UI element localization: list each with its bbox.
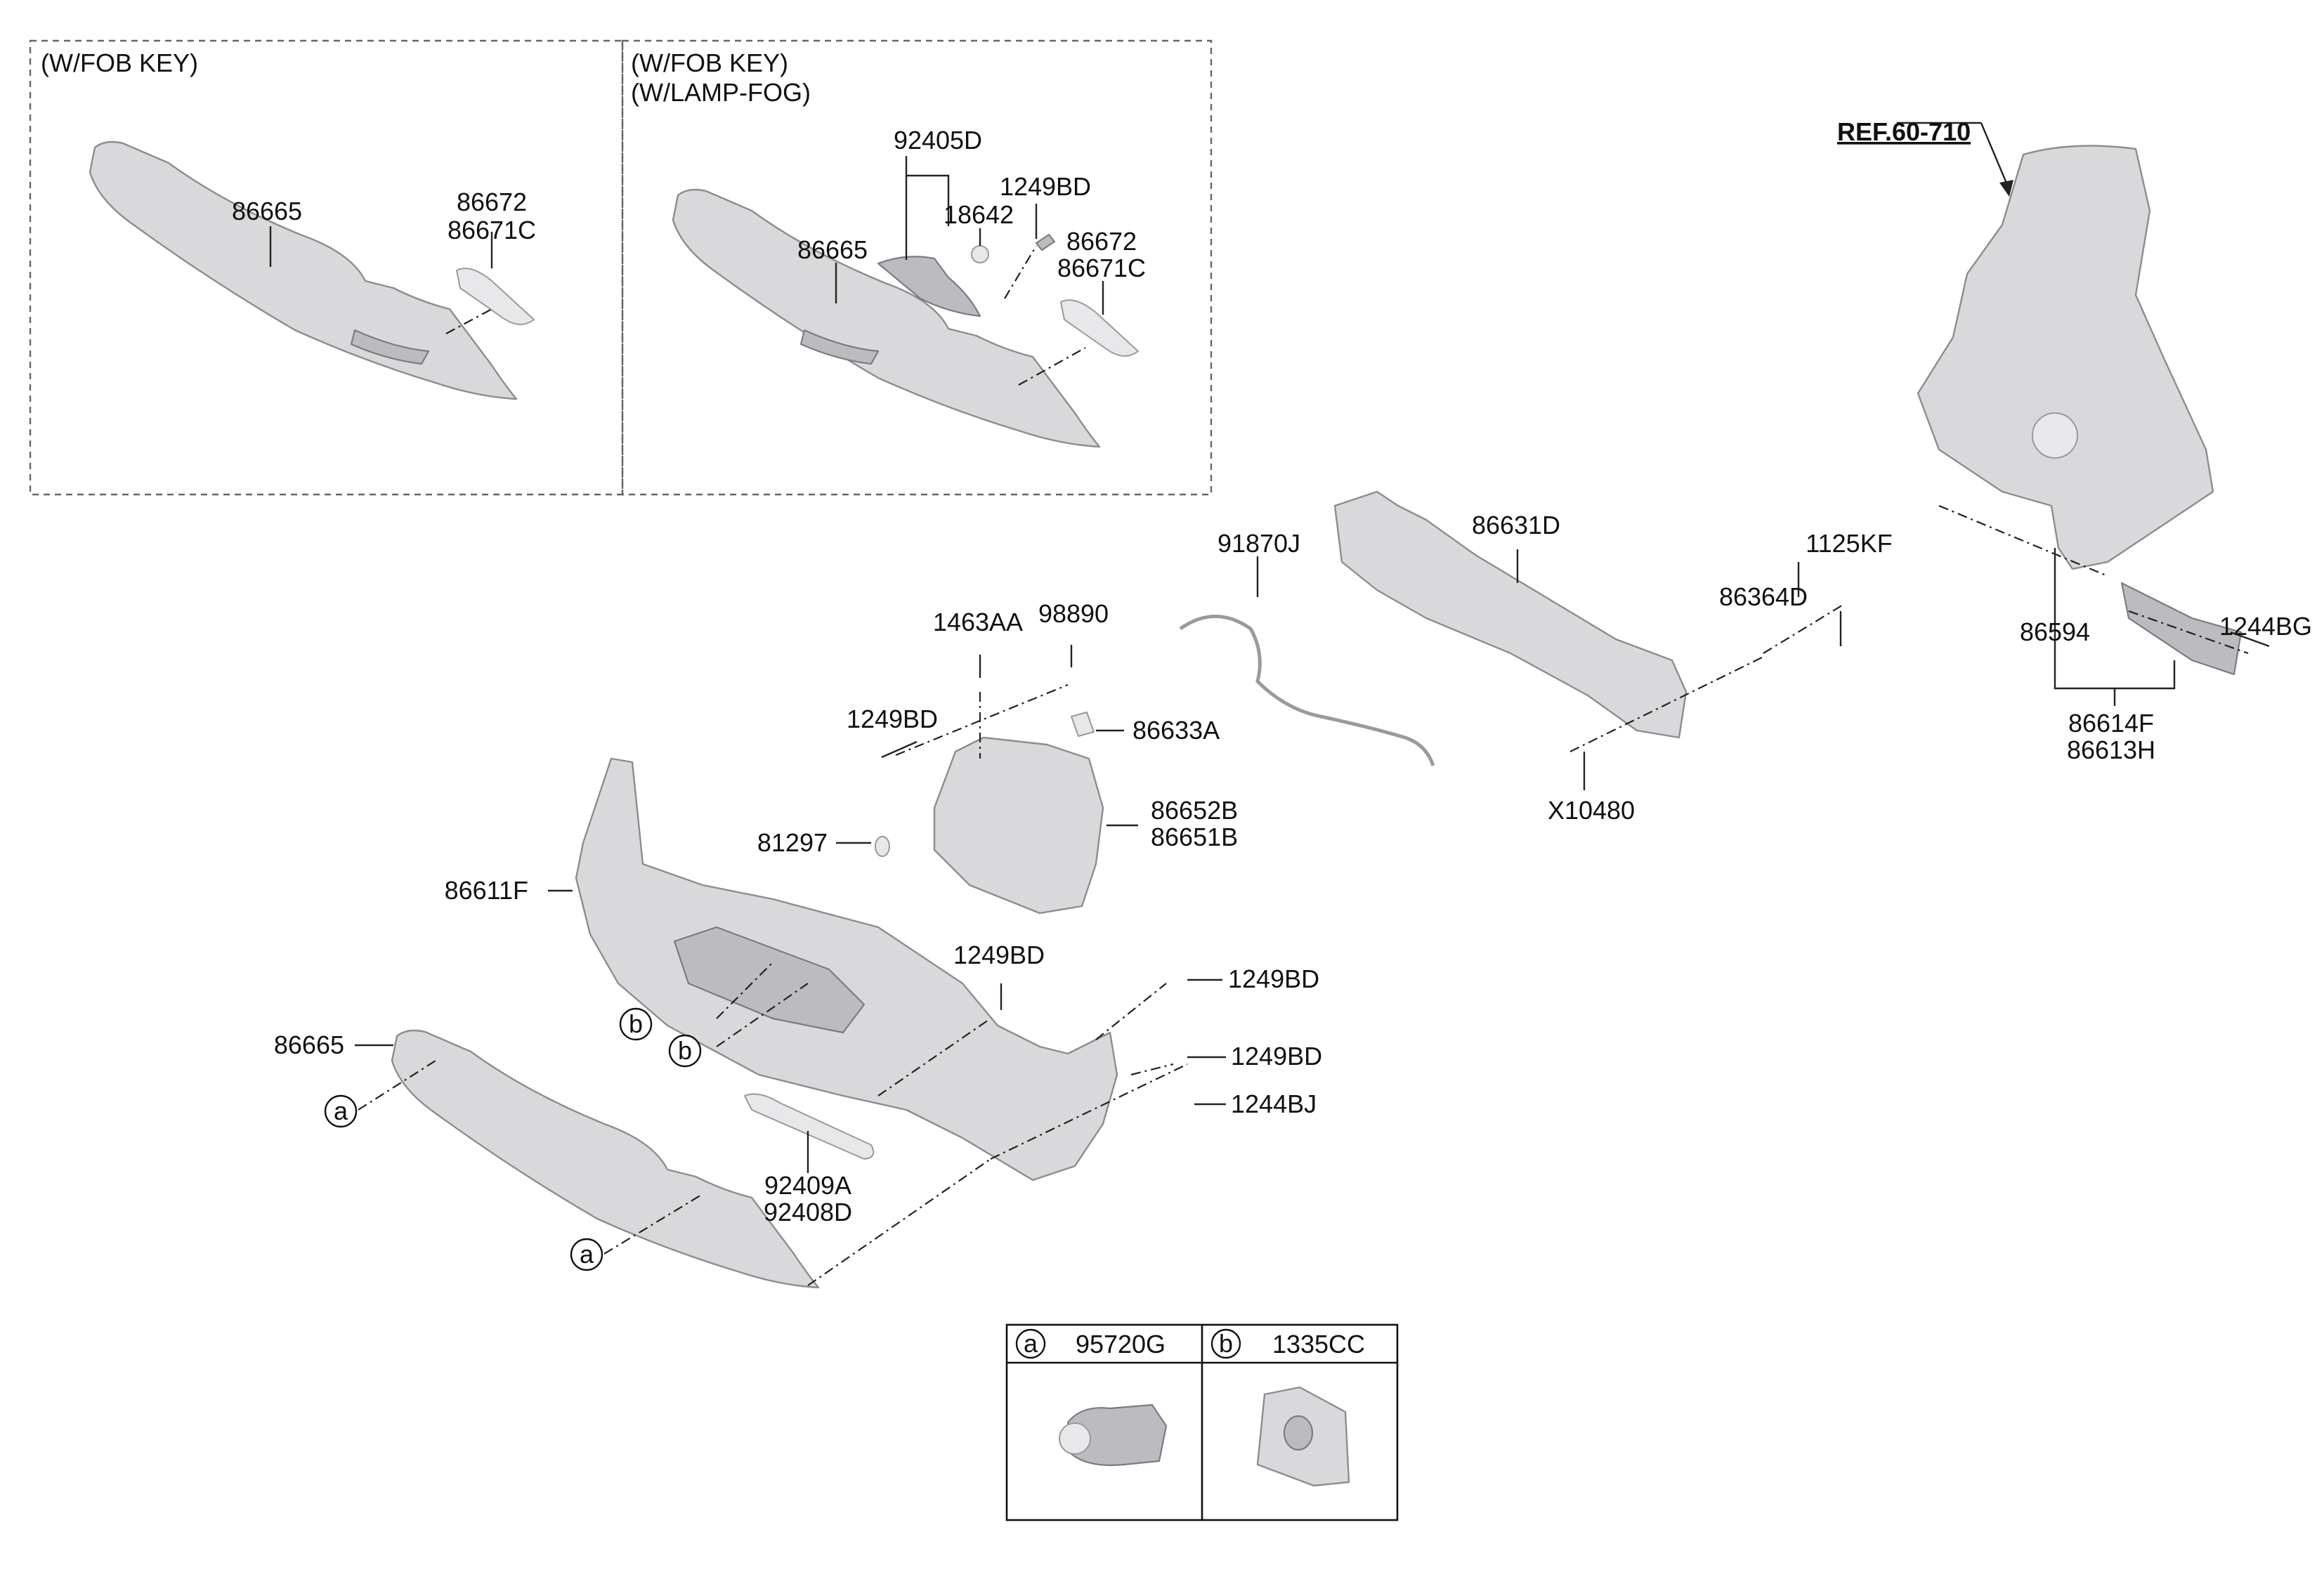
part-label: 86631D	[1472, 511, 1560, 539]
part-label: 86652B	[1151, 796, 1238, 825]
part-label: 1463AA	[933, 608, 1023, 636]
legend-part: 95720G	[1076, 1330, 1166, 1358]
skid-plate-recess	[799, 329, 880, 365]
fuel-door-opening	[2032, 412, 2078, 459]
bracket-86652B	[933, 736, 1104, 915]
skid-plate-recess	[350, 329, 430, 365]
callout-a: a	[324, 1094, 358, 1128]
reflector-86672	[456, 268, 535, 325]
rear-bumper-cover-86611F	[575, 757, 1118, 1181]
part-label: 86594	[2020, 617, 2090, 646]
bulb-18642	[971, 245, 989, 263]
variant-box-fob: (W/FOB KEY)	[29, 39, 624, 496]
part-label: 81297	[757, 828, 828, 857]
part-label: 86665	[274, 1030, 344, 1059]
part-label: 1249BD	[1231, 1042, 1322, 1071]
variant-label: (W/FOB KEY)	[41, 48, 198, 77]
part-label: 1249BD	[1228, 964, 1319, 993]
part-label: 98890	[1038, 599, 1109, 628]
callouts: b b a a	[324, 1007, 702, 1271]
clip-nut-hole	[1283, 1415, 1314, 1451]
part-label: 86364D	[1719, 582, 1808, 611]
bumper-cover-recess	[673, 926, 866, 1034]
leader-lines	[269, 122, 2270, 1173]
callout-letter: b	[629, 1009, 643, 1038]
callout-a: a	[570, 1238, 603, 1271]
rear-bumper-skid-plate	[89, 140, 518, 400]
reference-label: REF.60-710	[1837, 117, 1971, 146]
part-label: 86671C	[1057, 254, 1146, 282]
bracket-86614F	[2120, 582, 2243, 676]
rear-bumper-beam-86631D	[1333, 490, 1687, 739]
rear-bumper-skid-plate	[391, 1029, 820, 1289]
variant-box-fob-fog: (W/FOB KEY) (W/LAMP-FOG)	[621, 39, 1213, 496]
part-label: 86665	[232, 197, 302, 225]
part-label: 92408D	[764, 1198, 852, 1226]
legend-cell-a: a 95720G	[1015, 1328, 1168, 1467]
part-label: 86614F	[2068, 709, 2154, 738]
part-label: 86672	[1066, 227, 1137, 256]
part-label: 86671C	[448, 216, 536, 244]
garnish-92409A	[744, 1093, 875, 1160]
parking-sensor-95720G	[1066, 1403, 1168, 1467]
wiring-harness-91870J	[1179, 615, 1435, 766]
callout-letter: a	[580, 1240, 594, 1269]
quarter-panel-ref	[1917, 145, 2214, 570]
part-label: 86672	[457, 188, 527, 216]
callout-letter: a	[334, 1096, 348, 1125]
part-label: 1244BJ	[1231, 1089, 1317, 1118]
callout-b: b	[668, 1034, 702, 1068]
part-label: 86665	[797, 235, 868, 264]
screw-1249BD	[1035, 233, 1056, 251]
legend-cell-b: b 1335CC	[1210, 1328, 1365, 1487]
part-label: 1249BD	[847, 705, 938, 733]
part-label: 1249BD	[953, 941, 1045, 969]
pad-86633A	[1071, 712, 1095, 737]
part-label: 86613H	[2067, 735, 2155, 764]
part-label: 92405D	[894, 126, 982, 155]
part-label: X10480	[1548, 796, 1635, 825]
legend-table: a 95720G b 1335CC	[1005, 1323, 1399, 1521]
dash-dot-lines	[358, 245, 2249, 1286]
part-label: 86651B	[1151, 823, 1238, 851]
fog-lamp-92405D	[877, 256, 981, 317]
sensor-face	[1059, 1422, 1091, 1455]
legend-letter: a	[1024, 1329, 1038, 1358]
rear-bumper-skid-plate	[672, 188, 1101, 448]
legend-letter: b	[1219, 1329, 1233, 1358]
part-label: 1244BG	[2219, 612, 2312, 641]
variant-label: (W/LAMP-FOG)	[631, 78, 811, 107]
part-label: 86611F	[445, 876, 528, 905]
reflector-86672	[1060, 299, 1139, 357]
part-label: 18642	[944, 200, 1014, 229]
part-label: 92409A	[764, 1171, 851, 1200]
legend-part: 1335CC	[1272, 1330, 1365, 1358]
part-labels: 86665 86672 86671C 92405D 1249BD 18642 8…	[232, 117, 2312, 1226]
part-label: 86633A	[1132, 716, 1220, 745]
callout-b: b	[619, 1007, 653, 1041]
clip-81297	[875, 836, 890, 857]
callout-letter: b	[678, 1036, 692, 1065]
variant-label: (W/FOB KEY)	[631, 48, 788, 77]
part-label: 1249BD	[1000, 172, 1091, 201]
part-label: 91870J	[1218, 529, 1300, 558]
part-label: 1125KF	[1806, 529, 1892, 558]
